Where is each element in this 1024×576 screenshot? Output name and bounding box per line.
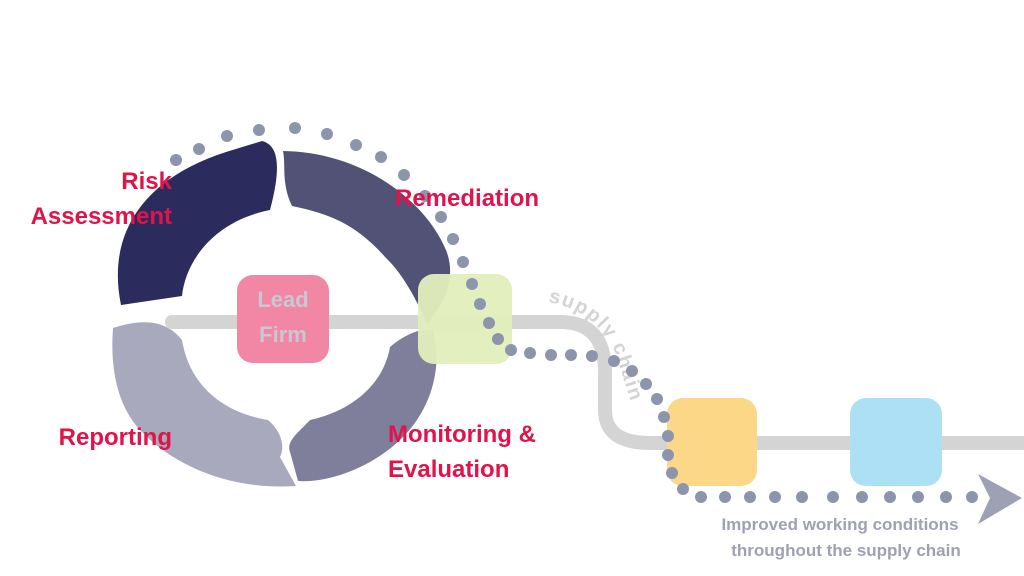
trail-dot: [565, 349, 577, 361]
trail-dot: [626, 365, 638, 377]
trail-dot: [221, 130, 233, 142]
dotted-trail: [170, 122, 978, 503]
trail-dot: [170, 154, 182, 166]
trail-dot: [966, 491, 978, 503]
reporting-segment: [112, 322, 296, 487]
trail-dot: [545, 349, 557, 361]
trail-dot: [419, 190, 431, 202]
trail-dot: [505, 344, 517, 356]
monitoring-evaluation-segment: [289, 329, 437, 482]
trail-dot: [289, 122, 301, 134]
supplier-node-green: [418, 274, 512, 364]
trail-dot: [492, 333, 504, 345]
monitoring-label-line1: Monitoring &: [388, 421, 536, 448]
trail-dot: [662, 430, 674, 442]
trail-dot: [719, 491, 731, 503]
trail-dot: [398, 169, 410, 181]
trail-dot: [474, 298, 486, 310]
trail-dot: [457, 256, 469, 268]
trail-dot: [435, 211, 447, 223]
trail-dot: [796, 491, 808, 503]
lead-firm-label-line2: Firm: [259, 322, 307, 347]
risk-assessment-segment: [117, 141, 277, 305]
trail-dot: [586, 350, 598, 362]
trail-dot: [193, 143, 205, 155]
outcome-caption-line2: throughout the supply chain: [731, 541, 960, 560]
supplier-node-blue: [850, 398, 942, 486]
cycle-ring: [112, 141, 451, 487]
remediation-segment: [283, 151, 451, 324]
trail-dot: [856, 491, 868, 503]
trail-dot: [744, 491, 756, 503]
risk-label-line1: Risk: [121, 168, 172, 195]
trail-dot: [524, 347, 536, 359]
trail-dot: [658, 411, 670, 423]
trail-dot: [447, 233, 459, 245]
trail-dot: [827, 491, 839, 503]
trail-dot: [912, 491, 924, 503]
supplier-node-orange: [667, 398, 757, 486]
reporting-label: Reporting: [59, 424, 172, 451]
trail-dot: [884, 491, 896, 503]
trail-dot: [666, 467, 678, 479]
trail-dot: [662, 449, 674, 461]
trail-dot: [677, 483, 689, 495]
trail-dot: [769, 491, 781, 503]
outcome-caption-line1: Improved working conditions: [721, 515, 958, 534]
trail-dot: [940, 491, 952, 503]
trail-dot: [651, 393, 663, 405]
remediation-label: Remediation: [395, 185, 539, 212]
trail-dot: [695, 491, 707, 503]
trail-dot: [350, 139, 362, 151]
lead-firm-label-line1: Lead: [257, 287, 308, 312]
arrowhead-icon: [978, 474, 1022, 524]
trail-dot: [608, 355, 620, 367]
monitoring-label-line2: Evaluation: [388, 456, 509, 483]
trail-dot: [375, 151, 387, 163]
supply-chain-path: [165, 315, 1024, 450]
trail-dot: [253, 124, 265, 136]
trail-dot: [466, 278, 478, 290]
lead-firm-box: [237, 275, 329, 363]
trail-dot: [321, 128, 333, 140]
trail-dot: [483, 317, 495, 329]
risk-label-line2: Assessment: [31, 203, 172, 230]
trail-dot: [640, 378, 652, 390]
